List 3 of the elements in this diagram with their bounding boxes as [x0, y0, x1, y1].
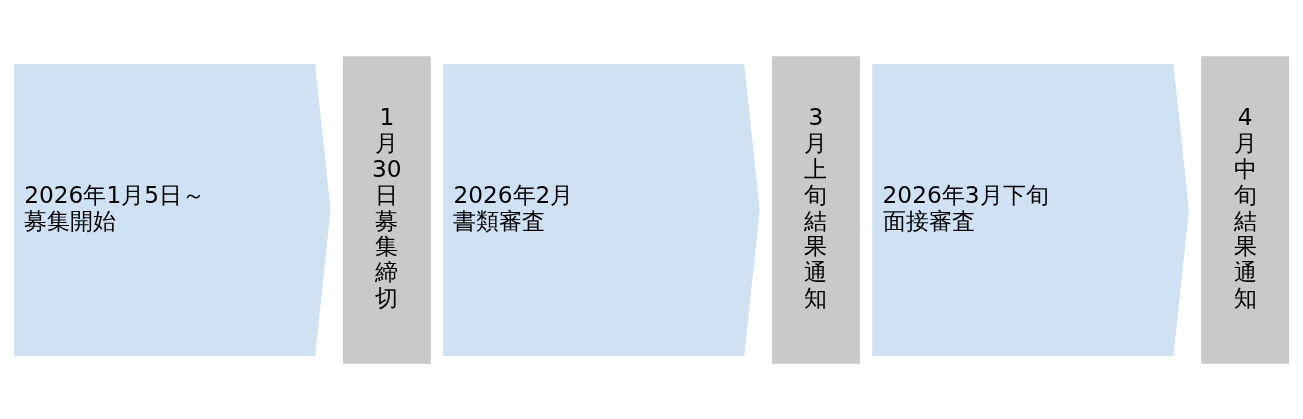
node-box: 1月30日募集締切	[342, 55, 431, 364]
node-box: 3月上旬結果通知	[772, 55, 860, 364]
node-box: 4月中旬結果通知	[1201, 55, 1290, 364]
